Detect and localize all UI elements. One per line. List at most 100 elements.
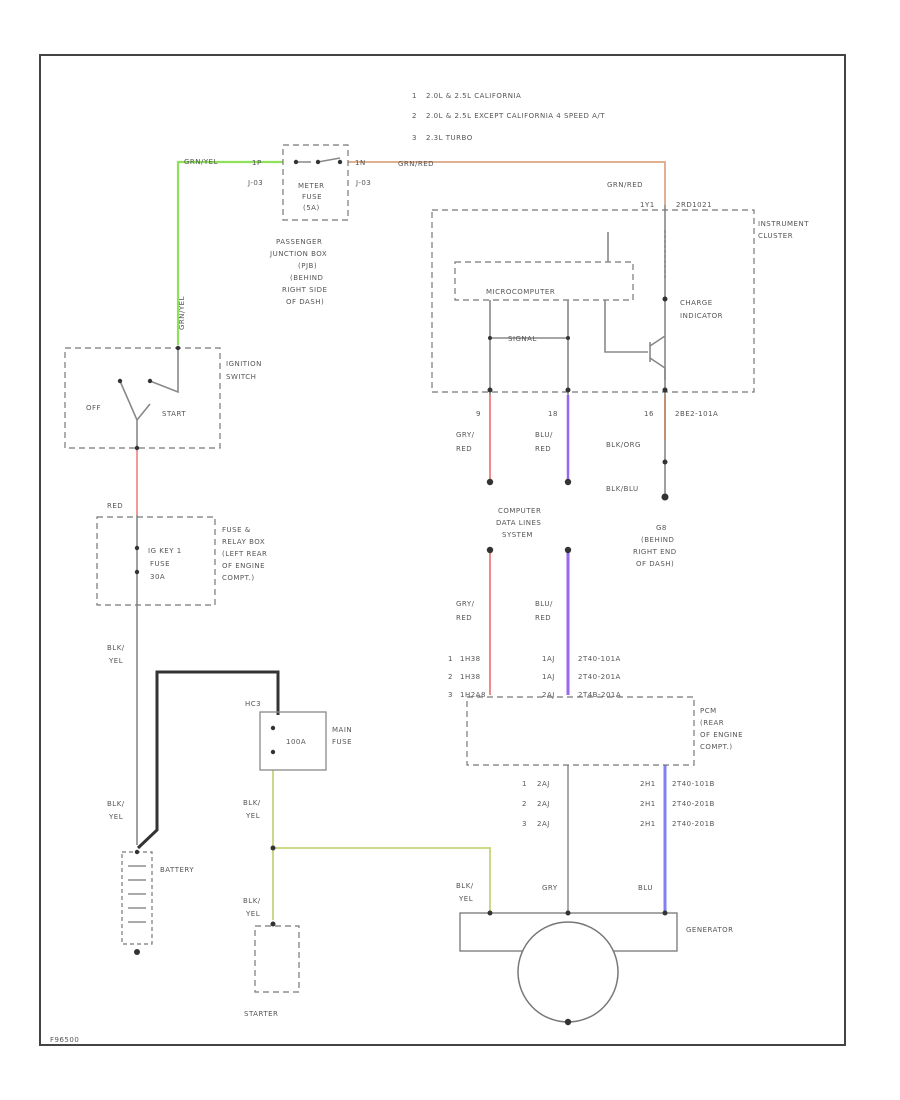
gry-red-2a: GRY/ [456,600,475,608]
instrument-cluster-box [431,209,755,393]
meter-fuse-label-1: METER [298,182,325,190]
pcm-left-num-1: 1 [448,655,453,663]
pcm-label-3: OF ENGINE [700,731,743,739]
ground-label-4: OF DASH) [636,560,674,568]
blu-red-2a: BLU/ [535,600,553,608]
gen-right-pins: 2T40-101B 2T40-201B 2T40-201B [672,780,715,828]
wire-1p: 1P [252,159,262,167]
ignition-label-1: IGNITION [226,360,262,368]
fuse-terminal [293,159,299,165]
pcm-left-pins: 1 1H38 2 1H38 3 1H2A8 [448,655,485,699]
splice-dot [488,336,492,340]
igkey-1: IG KEY 1 [148,547,182,555]
j03-right: J-03 [355,179,371,187]
gen-left-txt-3: 2AJ [537,820,550,828]
ignition-label-2: SWITCH [226,373,256,381]
j03-left: J-03 [247,179,263,187]
terminal-dot [270,725,276,731]
pjb-label-5: RIGHT SIDE [282,286,327,294]
terminal-dot [134,569,140,575]
main-fuse-2: FUSE [332,738,352,746]
pjb-label: PASSENGER JUNCTION BOX (PJB) (BEHIND RIG… [269,238,327,306]
igkey-2: FUSE [150,560,170,568]
label-start: START [162,410,186,418]
fuse-relay-box [96,516,216,606]
cluster-terminal [662,387,668,393]
charge-indicator-label-1: CHARGE [680,299,713,307]
fuse-relay-3: (LEFT REAR [222,550,267,558]
blk-yel-2a: BLK/ [243,799,261,807]
cluster-label-2: CLUSTER [758,232,793,240]
pcm-right-2: 2T40-201A [578,673,621,681]
wire-1n: 1N [355,159,366,167]
label-blu: BLU [638,884,653,892]
blu-red-1a: BLU/ [535,431,553,439]
ground-label-1: G8 [656,524,667,532]
pin-18: 18 [548,410,558,418]
pcm-label-4: COMPT.) [700,743,733,751]
gen-left-txt-2: 2AJ [537,800,550,808]
arrow-terminal [564,478,572,486]
comp-data-1: COMPUTER [498,507,541,515]
pcm-box [466,696,695,766]
wire-yel-generator [273,847,491,912]
microcomputer-label: MICROCOMPUTER [486,288,555,296]
terminal-dot [270,749,276,755]
pcm-mid-3: 2AJ [542,691,555,699]
signal-label: SIGNAL [508,335,537,343]
pcm-label-2: (REAR [700,719,724,727]
generator-rotor-icon [517,921,619,1023]
blk-yel-1b: YEL [108,657,123,665]
note-3-num: 3 [412,134,417,142]
terminal-dot [270,921,276,927]
blu-red-1b: RED [535,445,551,453]
generator-ground [564,1018,572,1026]
fuse-relay-5: COMPT.) [222,574,255,582]
splice-dot [270,845,276,851]
terminal-dot [134,849,140,855]
gen-right-1: 2T40-101B [672,780,715,788]
starter-box [254,925,300,993]
terminal-dot [147,378,153,384]
blk-org: BLK/ORG [606,441,641,449]
blk-blu: BLK/BLU [606,485,639,493]
pjb-label-2: JUNCTION BOX [269,250,327,258]
note-3-text: 2.3L TURBO [426,134,473,142]
note-2-num: 2 [412,112,417,120]
arrow-terminal [564,546,572,554]
cluster-terminal [487,387,493,393]
terminal-dot [134,445,140,451]
pcm-left-num-3: 3 [448,691,453,699]
ground-label-2: (BEHIND [641,536,674,544]
fuse-terminal [315,159,321,165]
pcm-mid-pins: 1AJ 1AJ 2AJ [542,655,555,699]
note-1-num: 1 [412,92,417,100]
gen-mid-1: 2H1 [640,780,656,788]
page-id: F96500 [50,1036,79,1044]
pin-9: 9 [476,410,481,418]
pjb-label-6: OF DASH) [286,298,324,306]
pcm-left-num-2: 2 [448,673,453,681]
meter-fuse-label-3: (5A) [303,204,320,212]
wire-blk [136,670,280,850]
main-fuse-1: MAIN [332,726,352,734]
label-off: OFF [86,404,101,412]
battery-ground [134,949,140,955]
pcm-left-txt-1: 1H38 [460,655,481,663]
microcomputer-box [454,261,634,301]
label-grn-yel-top: GRN/YEL [184,158,218,166]
label-grn-yel-vert: GRN/YEL [178,296,186,330]
gen-left-txt-1: 2AJ [537,780,550,788]
cluster-label-1: INSTRUMENT [758,220,809,228]
meter-fuse-box [282,144,349,221]
blk-yel-3b: YEL [108,813,123,821]
diagram-frame [39,54,846,1046]
blk-yel-5b: YEL [458,895,473,903]
blu-red-2b: RED [535,614,551,622]
wire-grn-yel [176,160,283,345]
battery-label: BATTERY [160,866,194,874]
pcm-right-pins: 2T40-101A 2T40-201A 2T4B-201A [578,655,621,699]
terminal-dot [117,378,123,384]
pcm-label-1: PCM [700,707,717,715]
